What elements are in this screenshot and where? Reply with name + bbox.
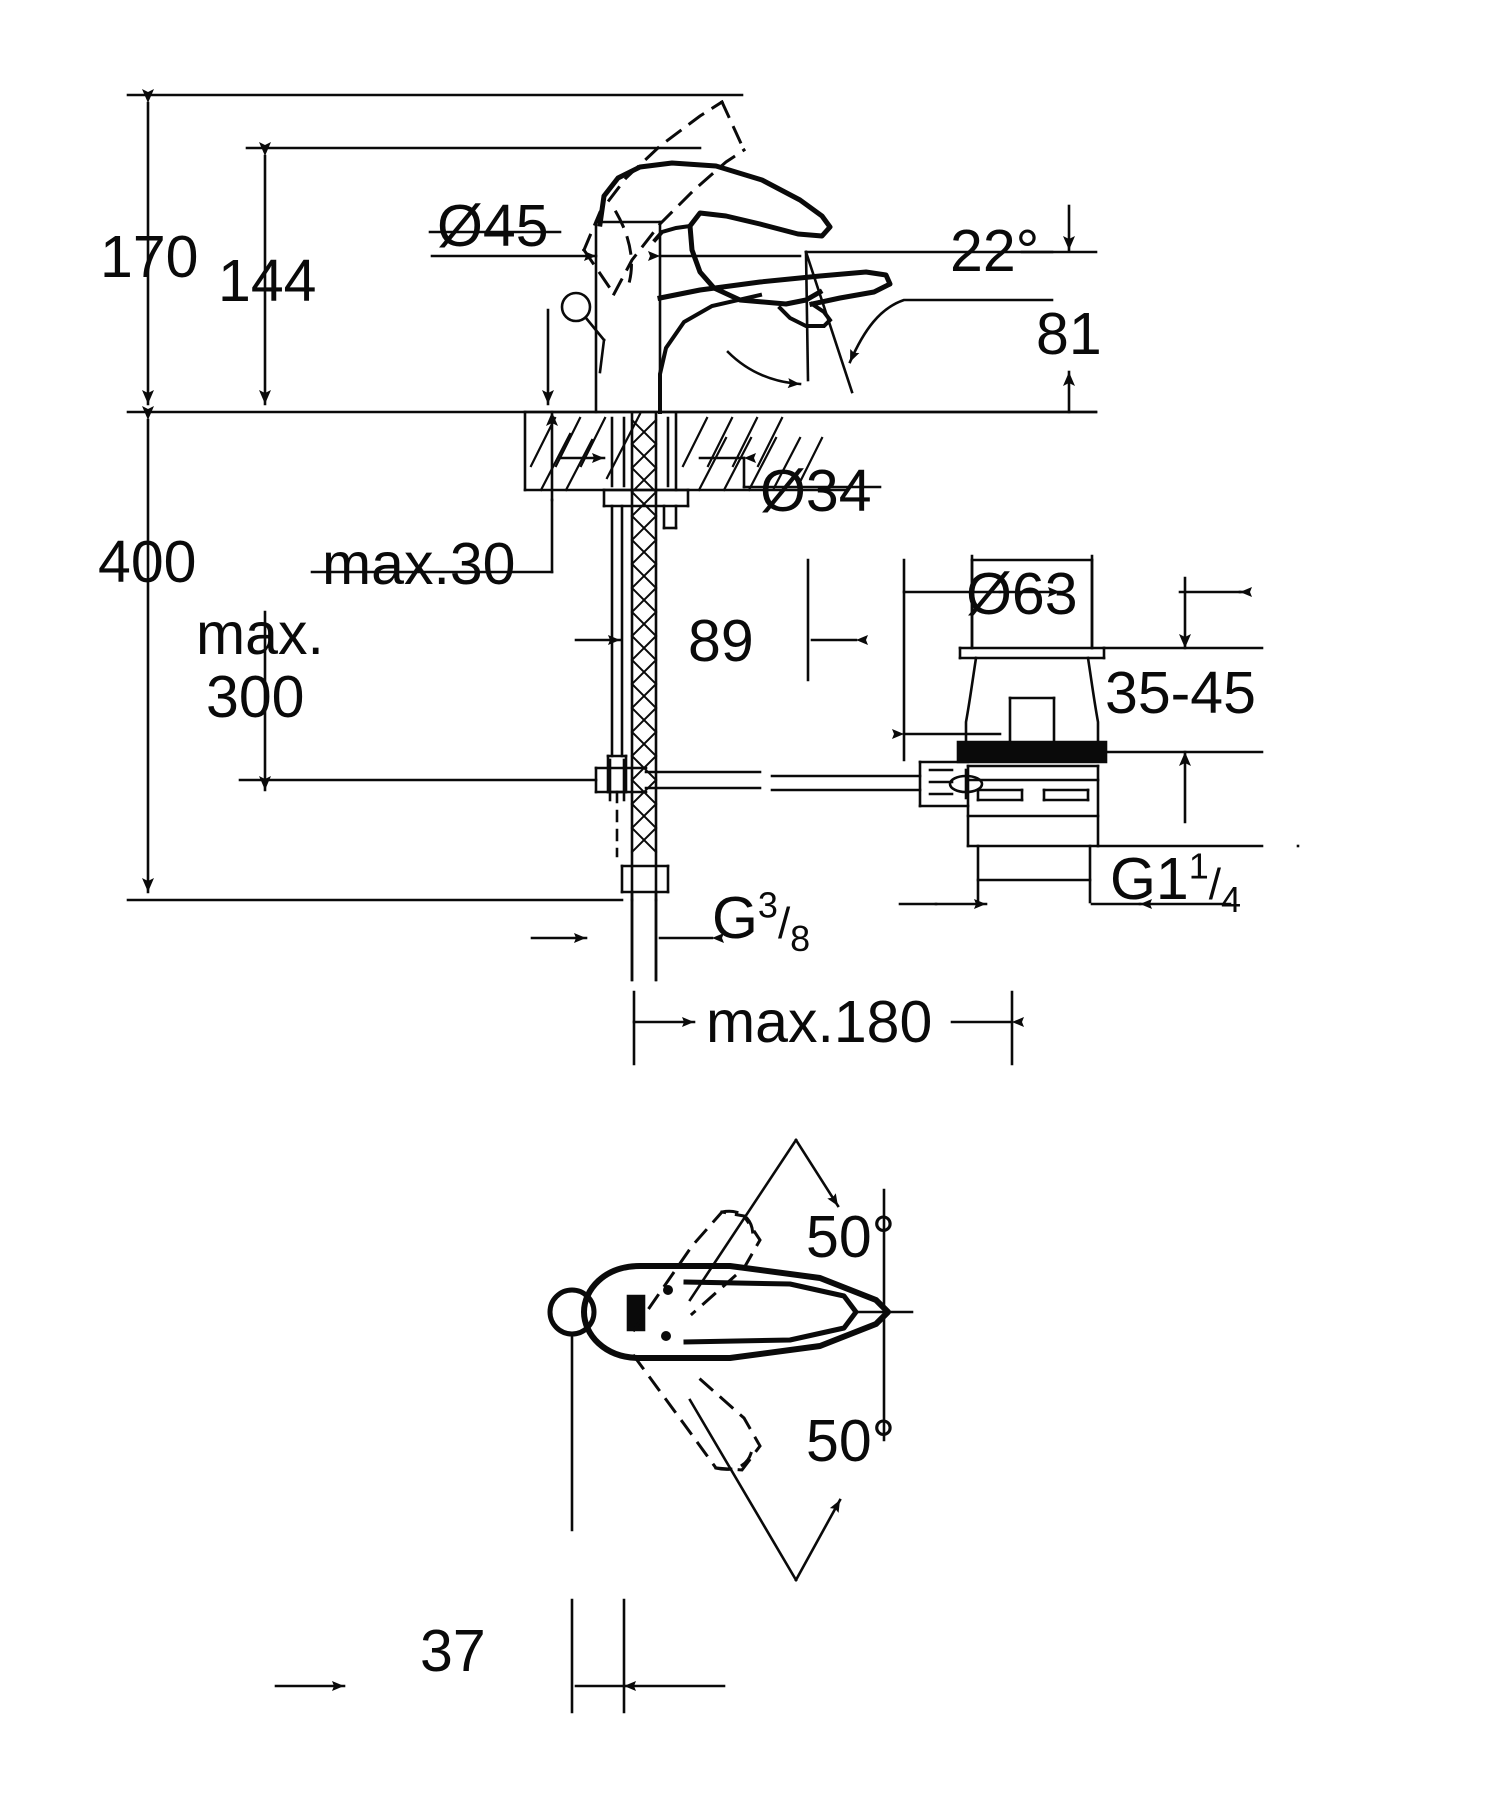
dimension-label-diameter-45: Ø45 [437, 193, 549, 259]
dimension-label-max-30: max.30 [322, 531, 516, 597]
thread-callout-g1-1-4: G11/4 [1110, 845, 1241, 921]
dimension-label-170: 170 [100, 224, 199, 290]
dimension-label-diameter-63: Ø63 [966, 561, 1078, 627]
geometry-group [126, 89, 1300, 1714]
dimension-label-max-300-line2: 300 [206, 664, 305, 730]
dimension-label-max-180: max.180 [706, 989, 933, 1055]
fraction-slash-icon-2: / [777, 899, 791, 948]
thread-callout-g1-1-4-numerator: 1 [1188, 845, 1209, 887]
dimension-label-swivel-lower-50: 50° [806, 1408, 896, 1474]
dimension-label-400: 400 [98, 529, 197, 595]
thread-callout-g1-1-4-denominator: 4 [1220, 878, 1242, 920]
dimension-label-35-45: 35-45 [1105, 660, 1256, 726]
thread-callout-g-3-8-denominator: 8 [790, 917, 811, 959]
dimension-label-max-300-line1: max. [196, 601, 324, 667]
dimension-label-89: 89 [688, 608, 754, 674]
dimension-label-diameter-34: Ø34 [760, 458, 872, 524]
thread-callout-g-3-8-numerator: 3 [757, 884, 778, 926]
dimension-label-37: 37 [420, 1618, 486, 1684]
dimension-label-swivel-upper-50: 50° [806, 1204, 896, 1270]
dimension-label-angle-22: 22° [950, 218, 1040, 284]
thread-callout-g1-1-4-main: G1 [1110, 846, 1189, 912]
fraction-slash-icon: / [1208, 860, 1221, 909]
dimension-label-144: 144 [218, 248, 317, 314]
dimension-label-81: 81 [1036, 301, 1102, 367]
thread-callout-g-3-8-main: G [712, 885, 758, 951]
thread-callout-g-3-8: G3/8 [712, 884, 810, 960]
